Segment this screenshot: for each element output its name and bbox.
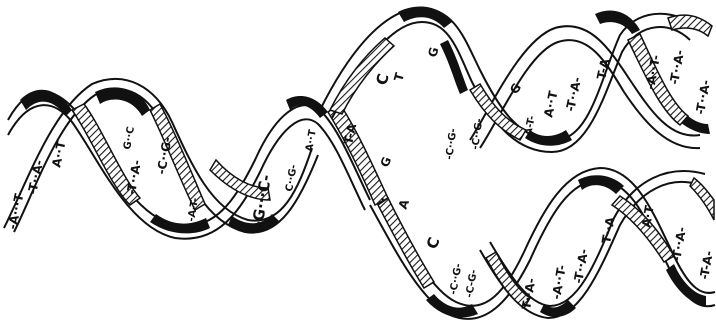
base-pair-label: -C··G- (444, 128, 459, 161)
lower-ribbon-black-3 (540, 300, 576, 317)
base-pair-label: T-A (594, 57, 612, 81)
base-pair-label: G (425, 46, 441, 59)
base-pair-label: -C··G- (470, 118, 485, 151)
base-pair-label: A·T (639, 204, 657, 229)
ribbon-hatched-4 (328, 104, 388, 205)
ribbon-black-3 (150, 214, 210, 233)
base-pair-label: A (396, 197, 413, 211)
base-pair-label: -T-A- (697, 250, 716, 281)
base-pair-label: -A··T- (549, 264, 569, 301)
lower-ribbon-hatched-4 (690, 178, 714, 220)
base-pair-label: G (507, 81, 524, 97)
ribbon-black-2 (95, 87, 150, 116)
base-pair-label: -C-G- (464, 269, 480, 299)
base-pair-label: A··T (541, 89, 560, 119)
upper-daughter-base-pairs: G -A-T- A··T -T··A- T-A -A··T- -T··A- -T… (507, 49, 713, 141)
base-pair-label: -T··A- (571, 248, 591, 285)
lower-ribbon-black-2 (578, 175, 624, 194)
base-pair-label: -T··A- (124, 159, 144, 196)
base-pair-label: -T··A- (667, 49, 687, 86)
ribbon-black-1 (20, 90, 72, 116)
base-pair-label: A··T (304, 129, 319, 153)
base-pair-label: G (378, 155, 395, 169)
upper-ribbon-black-4 (595, 11, 640, 34)
base-pair-label: -A-T- (186, 197, 201, 223)
base-pair-label: T (391, 70, 407, 82)
base-pair-label: C··G- (284, 164, 300, 193)
base-pair-label: T··A- (519, 277, 538, 311)
base-pair-label: A··T (49, 139, 68, 169)
base-pair-label: -T··A- (563, 76, 584, 113)
upper-ribbon-hatched-4 (668, 15, 712, 36)
base-pair-label: -T··A- (693, 79, 713, 116)
base-pair-label: G··C (122, 126, 137, 151)
lower-daughter-helix (370, 168, 715, 319)
base-pair-label: C (372, 72, 392, 87)
base-pair-label: C (423, 235, 444, 252)
base-pair-label: -T··A- (25, 159, 46, 196)
upper-ribbon-black-2 (440, 40, 468, 94)
base-pair-label: -T··A- (669, 226, 689, 263)
base-pair-label: -C··G- (448, 263, 464, 296)
base-pair-label: T··A (599, 215, 618, 244)
